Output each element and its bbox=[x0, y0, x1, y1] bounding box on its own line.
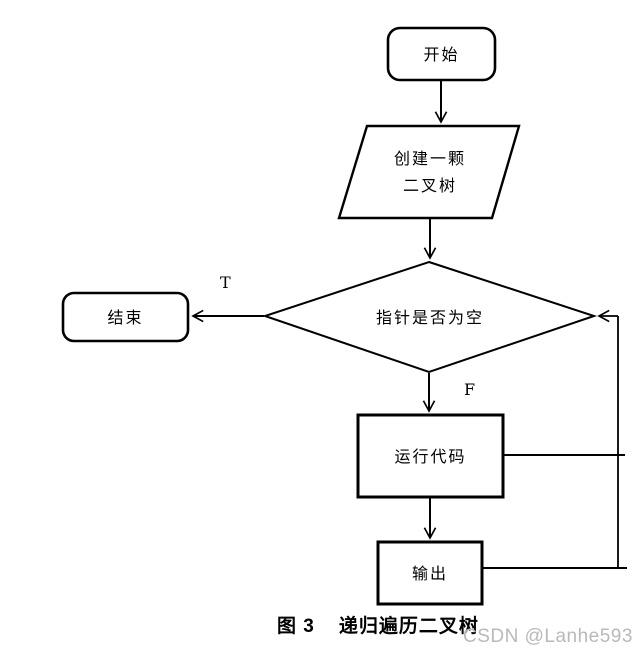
create-node-label-line1: 创建一颗 bbox=[393, 149, 466, 168]
figure-caption-title: 递归遍历二叉树 bbox=[338, 616, 479, 637]
figure-caption-number: 图 3 bbox=[277, 616, 315, 637]
start-node-label: 开始 bbox=[423, 44, 460, 64]
true-branch-label: T bbox=[220, 273, 231, 292]
output-node-shape bbox=[376, 540, 484, 606]
false-branch-label: F bbox=[464, 380, 476, 399]
create-node-label-line2: 二叉树 bbox=[402, 176, 457, 195]
csdn-watermark: CSDN @Lanhe593 bbox=[463, 626, 633, 647]
end-node-shape bbox=[61, 291, 190, 343]
run-node-label: 运行代码 bbox=[394, 446, 467, 466]
end-node-label: 结束 bbox=[107, 307, 144, 327]
create-node-shape bbox=[337, 124, 521, 220]
start-node-shape bbox=[386, 26, 497, 82]
figure-caption: 图 3 递归遍历二叉树 bbox=[277, 611, 479, 638]
output-node-label: 输出 bbox=[411, 563, 448, 583]
create-node-label: 创建一颗 二叉树 bbox=[360, 133, 500, 211]
decision-node-shape bbox=[261, 260, 598, 374]
decision-node-label: 指针是否为空 bbox=[375, 307, 484, 327]
run-node-shape bbox=[356, 413, 505, 499]
